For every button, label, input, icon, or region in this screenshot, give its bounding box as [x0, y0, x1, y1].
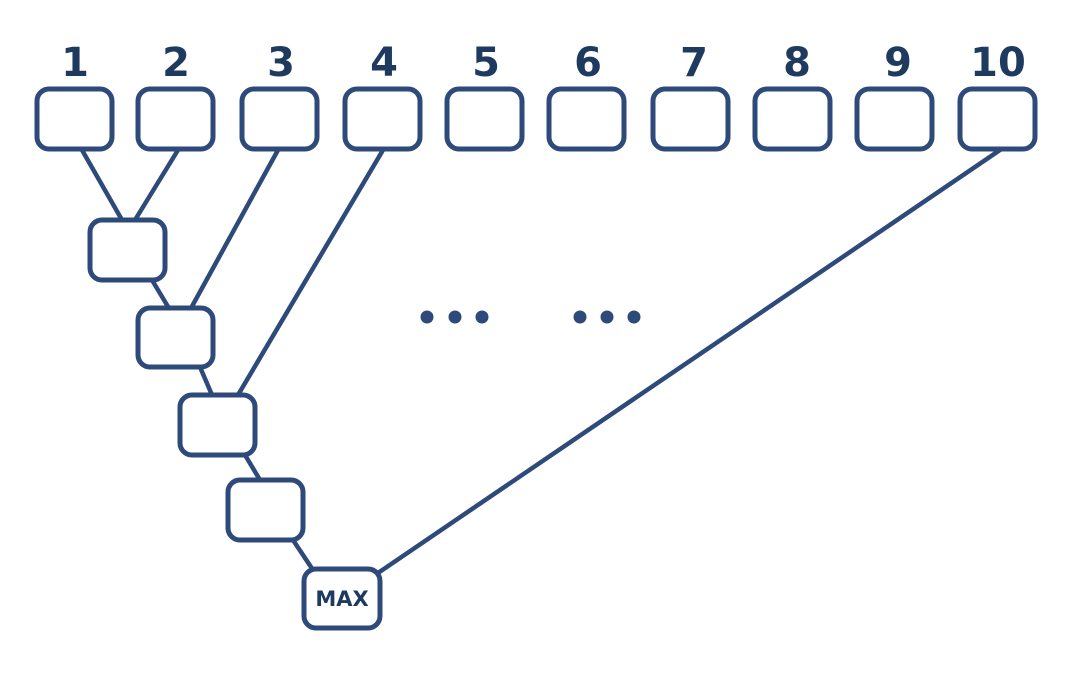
number-label-6: 6: [574, 40, 602, 86]
ellipsis-dot: [448, 310, 462, 324]
edge-c3-to-c4: [242, 452, 263, 483]
edge-1-to-c1: [79, 147, 125, 223]
compare-box-3: [177, 392, 258, 458]
max-result: MAX: [301, 566, 383, 631]
top-boxes: 1 2 3 4 5 6 7 8 9 10: [34, 40, 1038, 152]
edge-c1-to-c2: [149, 277, 173, 313]
edge-3-to-c2: [187, 147, 281, 313]
number-label-3: 3: [267, 40, 295, 86]
ellipsis-dot: [475, 310, 489, 324]
ellipsis-dot: [420, 310, 434, 324]
comparison-boxes: [87, 217, 306, 543]
number-label-8: 8: [783, 40, 811, 86]
compare-box-1: [87, 217, 168, 283]
number-label-5: 5: [472, 40, 500, 86]
compare-box-2: [135, 305, 216, 370]
ellipsis-dot: [573, 310, 587, 324]
input-box-10: [957, 86, 1038, 152]
edge-10-to-max: [372, 147, 1003, 578]
edge-c4-to-max: [290, 537, 316, 573]
input-box-5: [444, 86, 525, 152]
number-label-1: 1: [61, 40, 89, 86]
max-label: MAX: [315, 587, 368, 611]
ellipses: [420, 310, 641, 324]
number-label-2: 2: [162, 40, 190, 86]
input-box-6: [546, 86, 627, 152]
ellipsis-dot: [600, 310, 614, 324]
input-box-3: [239, 86, 320, 152]
number-label-9: 9: [884, 40, 912, 86]
edges: [79, 147, 1003, 578]
input-box-8: [752, 86, 833, 152]
input-box-4: [342, 86, 423, 152]
max-box: [301, 566, 383, 631]
compare-box-4: [225, 477, 306, 543]
number-label-10: 10: [970, 40, 1026, 86]
number-label-4: 4: [370, 40, 398, 86]
edge-c2-to-c3: [197, 364, 215, 398]
edge-4-to-c3: [235, 147, 386, 398]
number-label-7: 7: [680, 40, 708, 86]
edge-2-to-c1: [132, 147, 181, 223]
input-box-1: [34, 86, 115, 152]
input-box-9: [854, 86, 935, 152]
input-box-7: [650, 86, 731, 152]
ellipsis-left: [420, 310, 489, 324]
input-box-2: [135, 86, 216, 152]
ellipsis-dot: [627, 310, 641, 324]
ellipsis-right: [573, 310, 641, 324]
